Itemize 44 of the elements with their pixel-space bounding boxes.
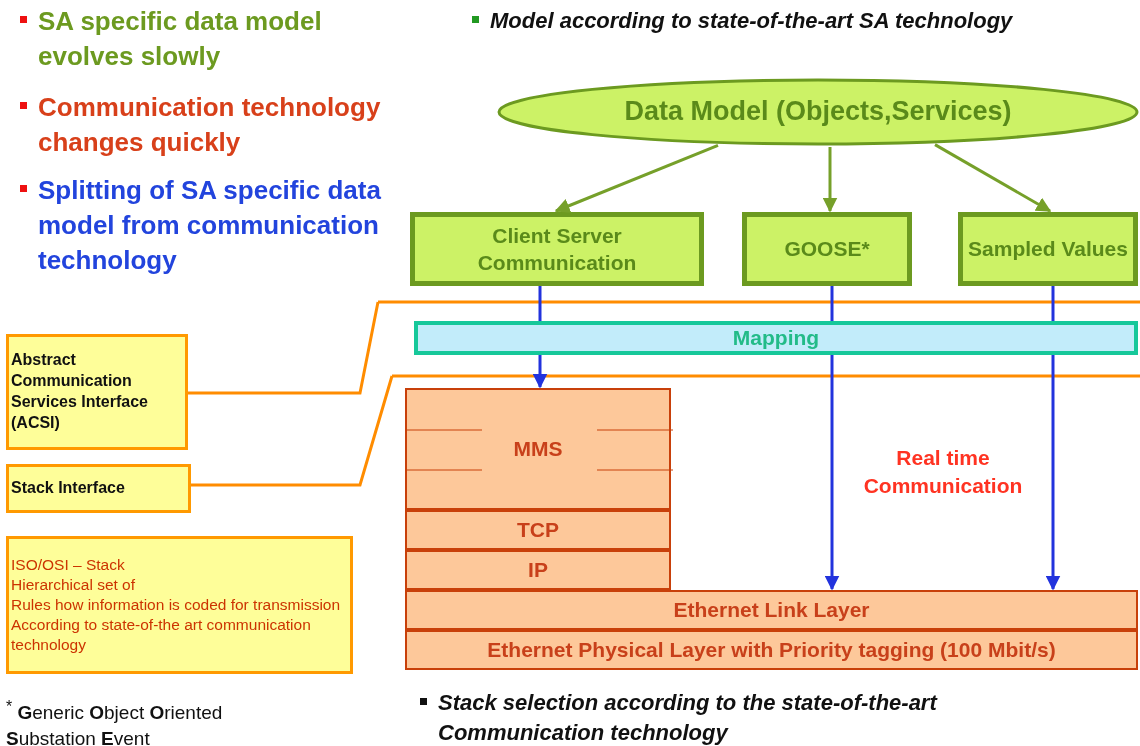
node-text: GOOSE* [784, 236, 870, 263]
bullet-text: Communication technology changes quickly [38, 91, 382, 160]
annotation-text: Real time Communication [862, 445, 1024, 500]
protocol-layer [405, 550, 671, 590]
protocol-layer [405, 388, 671, 510]
node-text: Client Server Communication [476, 222, 638, 276]
bullet-text: Splitting of SA specific data model from communication technology [38, 174, 382, 278]
interface-note [6, 464, 191, 513]
node-text: IP [528, 557, 548, 584]
node-text: Rules how information is coded for transmission [10, 594, 341, 615]
leader-line [191, 375, 394, 487]
node-text: Ethernet Link Layer [673, 597, 870, 624]
service-box [742, 212, 912, 286]
bullet-text: Model according to state-of-the-art SA technology [490, 7, 1014, 35]
mapping-band [414, 321, 1138, 355]
arrow [532, 355, 548, 389]
arrow [822, 147, 838, 213]
protocol-layer [405, 510, 671, 550]
interface-note [6, 334, 188, 450]
service-box [958, 212, 1138, 286]
arrow [824, 355, 840, 591]
protocol-layer [405, 630, 1138, 670]
node-text: TCP [517, 517, 559, 544]
arrow [554, 143, 719, 213]
node-text: Abstract Communication Services Interface (ACSI) [10, 350, 149, 433]
node-text: Ethernet Physical Layer with Priority tagging (100 Mbit/s) [487, 637, 1056, 664]
bullet-text: Stack selection according to the state-of-the-art Communication technology [438, 689, 939, 746]
osi-note [6, 536, 353, 674]
arrow [934, 143, 1052, 213]
bullet-text: SA specific data model evolves slowly [38, 5, 323, 74]
node-text: MMS [513, 436, 563, 463]
service-box [410, 212, 704, 286]
arrow [1045, 355, 1061, 591]
node-text: Data Model (Objects,Services) [624, 95, 1012, 129]
node-text: Mapping [732, 325, 820, 352]
footnote: $^{*}$ Generic Object Oriented Substation Event [6, 697, 224, 746]
node-text: Sampled Values [968, 236, 1128, 263]
leader-line [188, 301, 380, 395]
node-text: ISO/OSI – Stack [10, 554, 125, 575]
node-text: Hierarchical set of [10, 574, 136, 595]
data-model-ellipse [497, 78, 1139, 146]
node-text: Stack Interface [10, 478, 125, 499]
protocol-layer [405, 590, 1138, 630]
node-text: According to state-of-the art communication technology [10, 615, 312, 656]
